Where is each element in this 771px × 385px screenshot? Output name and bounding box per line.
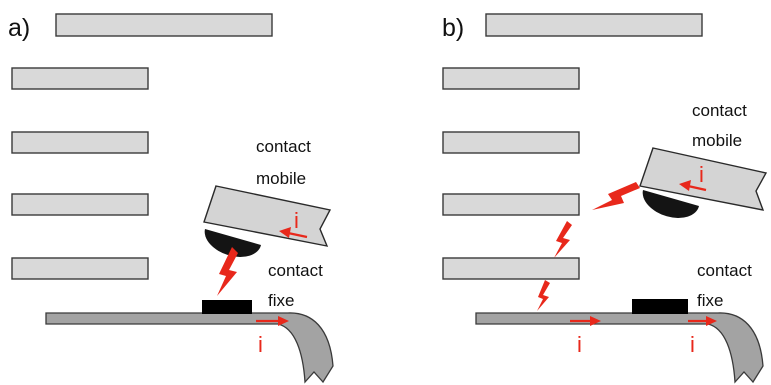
current-arrow-mobile-b — [687, 184, 707, 192]
arc-spark-a — [217, 247, 238, 296]
plate-a-top — [55, 13, 273, 37]
plate-b-1 — [442, 67, 580, 90]
panel-b-label: b) — [442, 14, 464, 42]
plate-a-1 — [11, 67, 149, 90]
mobile-contact-b — [639, 147, 768, 211]
plate-b-2 — [442, 131, 580, 154]
current-label-mobile-b: i — [699, 162, 704, 187]
plate-b-top — [485, 13, 703, 37]
fixed-contact-pad-a — [202, 300, 252, 314]
mobile-contact-tip-a — [204, 229, 261, 257]
fixed-rail-b — [475, 312, 764, 384]
arc-spark-b-2 — [554, 221, 572, 258]
current-arrow-mobile-a — [287, 231, 308, 239]
fixed-contact-label-b-2: fixe — [697, 291, 723, 310]
plate-a-3 — [11, 193, 149, 216]
panel-a: a) i i contact mobile contact fixe — [8, 13, 334, 384]
mobile-contact-tip-b — [642, 190, 699, 218]
current-label-rail-b-1: i — [577, 332, 582, 357]
fixed-contact-label-b-1: contact — [697, 261, 752, 280]
plate-a-4 — [11, 257, 149, 280]
panel-b: b) i i i contact mobile contact f — [442, 13, 768, 384]
plate-b-3 — [442, 193, 580, 216]
current-label-rail-b-2: i — [690, 332, 695, 357]
panel-a-label: a) — [8, 14, 30, 42]
fixed-contact-pad-b — [632, 299, 688, 314]
plate-b-4 — [442, 257, 580, 280]
arc-spark-b-1 — [592, 182, 640, 210]
current-label-mobile-a: i — [294, 208, 299, 233]
fixed-rail-a — [45, 312, 334, 384]
fixed-contact-label-a-1: contact — [268, 261, 323, 280]
plate-a-2 — [11, 131, 149, 154]
fixed-contact-label-a-2: fixe — [268, 291, 294, 310]
mobile-contact-a — [203, 185, 332, 247]
arc-spark-b-3 — [537, 280, 550, 311]
mobile-contact-label-a-2: mobile — [256, 169, 306, 188]
current-label-rail-a: i — [258, 332, 263, 357]
mobile-contact-label-b-1: contact — [692, 101, 747, 120]
mobile-contact-label-b-2: mobile — [692, 131, 742, 150]
mobile-contact-label-a-1: contact — [256, 137, 311, 156]
